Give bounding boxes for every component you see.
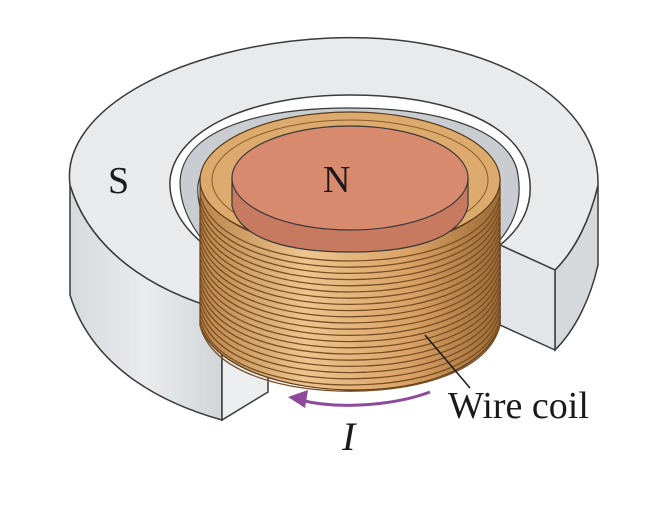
wire-coil-label: Wire coil — [448, 385, 589, 427]
coil-winding — [199, 201, 501, 268]
coil-winding — [199, 213, 501, 281]
coil-winding — [199, 244, 501, 312]
current-arrow — [299, 390, 431, 407]
north-pole-top — [231, 125, 469, 231]
coil-winding — [199, 225, 501, 293]
south-pole-label: S — [108, 160, 129, 202]
coil-winding — [199, 219, 501, 287]
coil-winding — [199, 263, 501, 330]
coil-winding — [199, 250, 501, 318]
coil-winding — [199, 194, 501, 262]
outer-magnet-top-face — [68, 36, 599, 311]
coil-winding — [199, 281, 501, 349]
coil-winding — [199, 238, 501, 306]
coil-winding — [199, 318, 501, 386]
coil-winding — [199, 287, 501, 355]
coil-winding — [199, 275, 501, 343]
coil-winding — [199, 325, 501, 392]
coil-winding — [199, 312, 501, 380]
current-label: I — [341, 414, 357, 459]
coil-winding — [199, 294, 501, 361]
coil-winding — [199, 269, 501, 337]
north-pole-label: N — [323, 159, 350, 201]
wire-coil-windings — [199, 194, 501, 392]
coil-winding — [199, 256, 501, 324]
coil-winding — [199, 232, 501, 299]
wire-coil-leader-line — [424, 334, 471, 389]
coil-winding — [199, 300, 501, 368]
coil-winding — [199, 306, 501, 374]
current-arrow-head — [288, 390, 308, 408]
coil-winding — [199, 207, 501, 275]
